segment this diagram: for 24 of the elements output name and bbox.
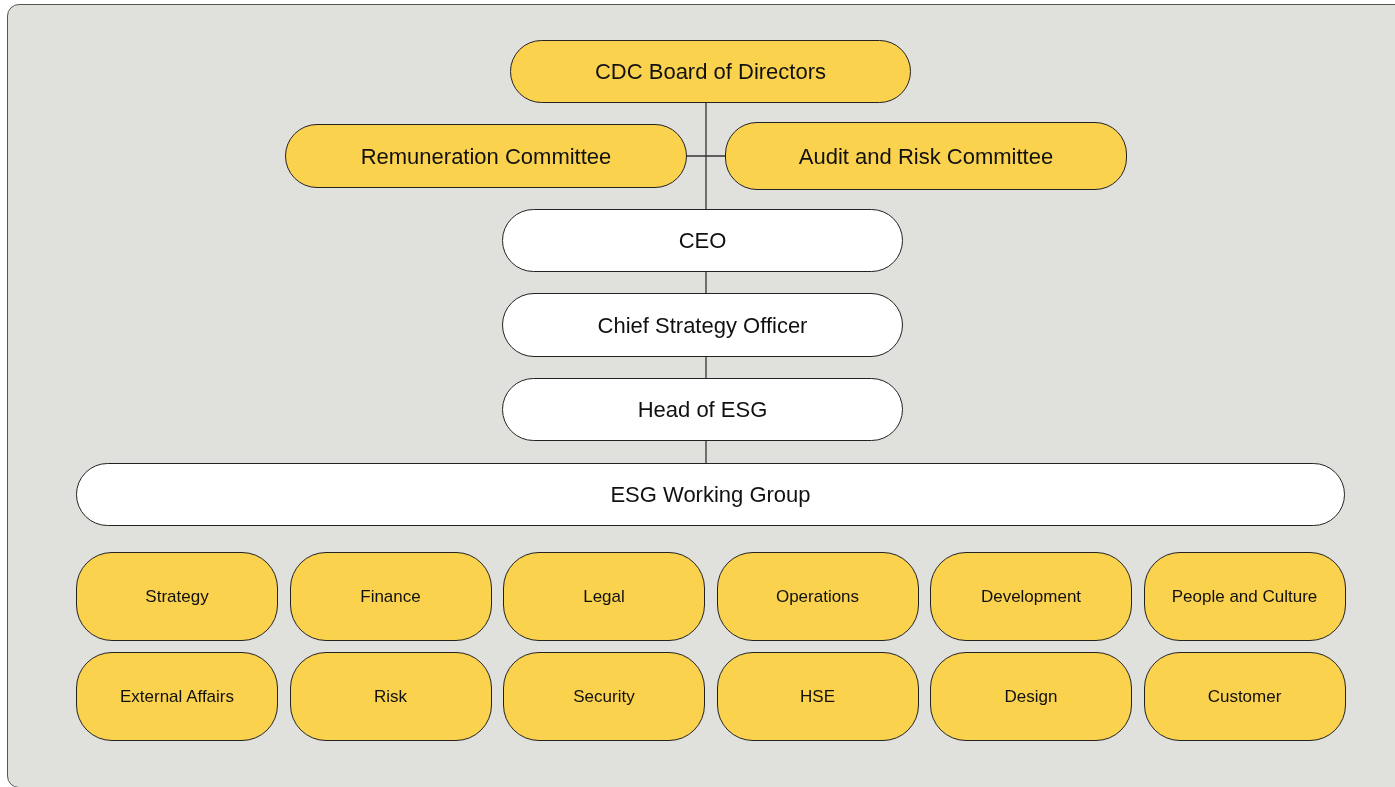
group-pill: ESG Working Group bbox=[76, 463, 1345, 526]
function-pill: Strategy bbox=[76, 552, 278, 641]
connector-line bbox=[705, 102, 707, 210]
function-pill: Risk bbox=[289, 652, 492, 741]
role-pill: CEO bbox=[502, 209, 903, 272]
connector-line bbox=[705, 440, 707, 464]
function-pill: Customer bbox=[1143, 652, 1346, 741]
connector-line bbox=[705, 356, 707, 379]
committee-pill: Remuneration Committee bbox=[285, 124, 687, 188]
function-pill: Security bbox=[503, 652, 705, 741]
function-pill: Development bbox=[930, 552, 1132, 641]
function-pill: External Affairs bbox=[76, 652, 278, 741]
function-pill: Legal bbox=[503, 552, 705, 641]
connector-line bbox=[705, 271, 707, 294]
function-pill: HSE bbox=[716, 652, 919, 741]
function-pill: Design bbox=[930, 652, 1132, 741]
function-pill: Operations bbox=[716, 552, 919, 641]
board-pill: CDC Board of Directors bbox=[510, 40, 911, 103]
committee-pill: Audit and Risk Committee bbox=[725, 122, 1127, 190]
function-pill: People and Culture bbox=[1143, 552, 1346, 641]
role-pill: Head of ESG bbox=[502, 378, 903, 441]
role-pill: Chief Strategy Officer bbox=[502, 293, 903, 357]
connector-line bbox=[686, 155, 726, 157]
function-pill: Finance bbox=[289, 552, 492, 641]
